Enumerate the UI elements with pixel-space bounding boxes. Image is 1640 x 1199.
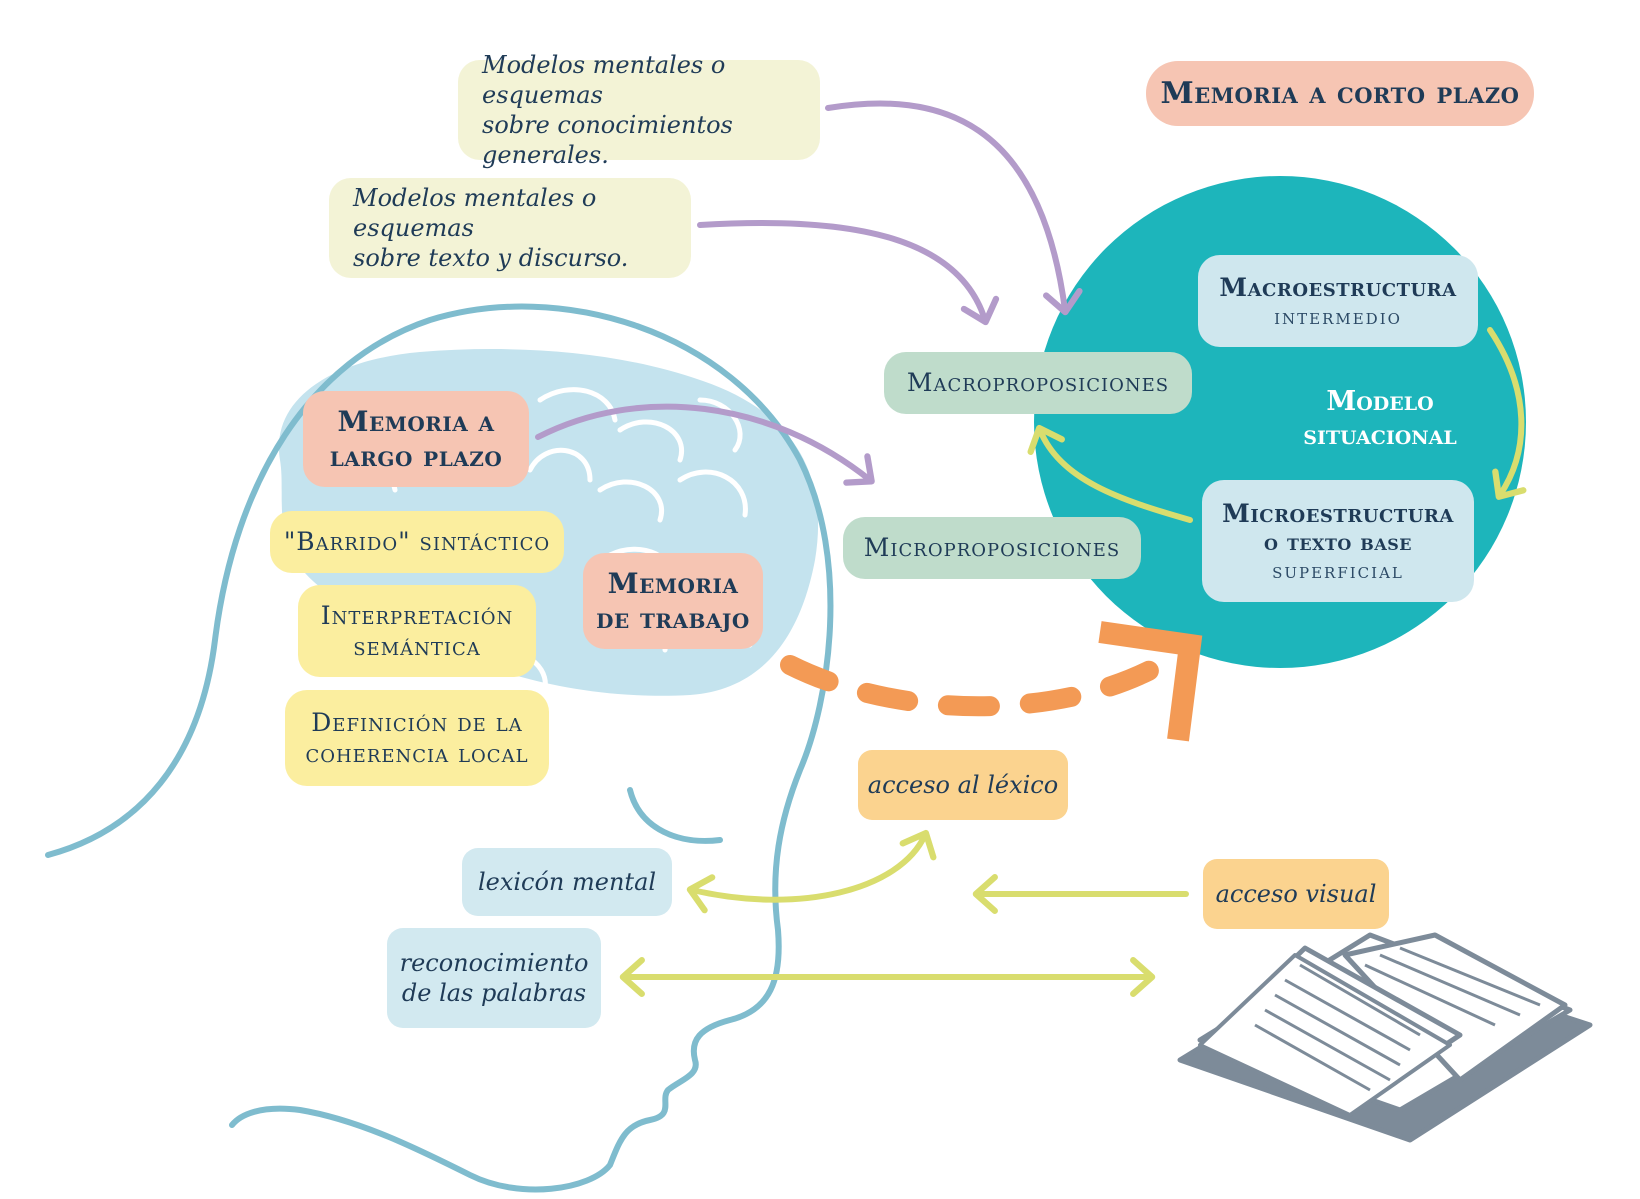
mental-lexicon-label: lexicón mental (477, 868, 657, 896)
lexicon-access-box: acceso al léxico (858, 750, 1068, 820)
micropropositions-label: Microproposiciones (863, 533, 1121, 563)
schema-general-line-1: Modelos mentales o esquemas (482, 51, 726, 109)
situational-model-label: Modelo situacional (1270, 385, 1490, 453)
local-coherence-box: Definición de la coherencia local (285, 690, 549, 786)
macrostructure-subtitle: intermedio (1274, 304, 1402, 329)
macropropositions-box: Macroproposiciones (884, 352, 1192, 414)
visual-access-label: acceso visual (1215, 880, 1377, 908)
macrostructure-title: Macroestructura (1219, 273, 1457, 303)
lexicon-access-label: acceso al léxico (867, 771, 1059, 799)
microstructure-title-1: Microestructura (1222, 498, 1454, 528)
mental-lexicon-box: lexicón mental (462, 848, 672, 916)
microstructure-title-2: o texto base (1264, 529, 1412, 557)
syntactic-scan-label: "Barrido" sintáctico (283, 527, 551, 557)
situational-model-line-2: situacional (1303, 419, 1457, 451)
coherence-line-2: coherencia local (305, 739, 529, 768)
word-recognition-box: reconocimiento de las palabras (387, 928, 601, 1028)
microstructure-subtitle: superficial (1272, 558, 1404, 583)
long-term-memory-box: Memoria a largo plazo (303, 391, 529, 487)
short-term-memory-title: Memoria a corto plazo (1146, 61, 1534, 126)
semantic-line-1: Interpretación (320, 600, 514, 630)
micropropositions-box: Microproposiciones (843, 517, 1141, 579)
word-recognition-line-1: reconocimiento (399, 949, 589, 977)
visual-access-box: acceso visual (1203, 859, 1389, 929)
macrostructure-box: Macroestructura intermedio (1198, 255, 1478, 347)
schema-general-line-2: sobre conocimientos generales. (482, 111, 733, 169)
macropropositions-label: Macroproposiciones (906, 368, 1170, 398)
word-recognition-line-2: de las palabras (401, 979, 587, 1007)
coherence-line-1: Definición de la (311, 707, 523, 737)
working-memory-box: Memoria de trabajo (583, 553, 763, 649)
working-memory-line-2: de trabajo (596, 602, 750, 635)
open-book-illustration (1177, 932, 1593, 1143)
long-term-memory-line-1: Memoria a (337, 405, 495, 438)
syntactic-scan-box: "Barrido" sintáctico (270, 511, 564, 573)
schema-text-line-1: Modelos mentales o esquemas (353, 184, 597, 242)
semantic-line-2: semántica (353, 632, 481, 661)
short-term-memory-label: Memoria a corto plazo (1160, 75, 1520, 111)
schema-text-discourse: Modelos mentales o esquemas sobre texto … (329, 178, 691, 278)
schema-general-knowledge: Modelos mentales o esquemas sobre conoci… (458, 51, 820, 169)
purple-arrows (535, 100, 1083, 486)
semantic-interpretation-box: Interpretación semántica (298, 585, 536, 677)
microstructure-box: Microestructura o texto base superficial (1202, 480, 1474, 602)
lime-arrows (619, 327, 1527, 997)
situational-model-line-1: Modelo (1326, 386, 1434, 417)
orange-dashed-arrow (780, 621, 1203, 742)
working-memory-line-1: Memoria (607, 567, 739, 600)
schema-text-line-2: sobre texto y discurso. (353, 244, 629, 272)
long-term-memory-line-2: largo plazo (329, 440, 503, 473)
